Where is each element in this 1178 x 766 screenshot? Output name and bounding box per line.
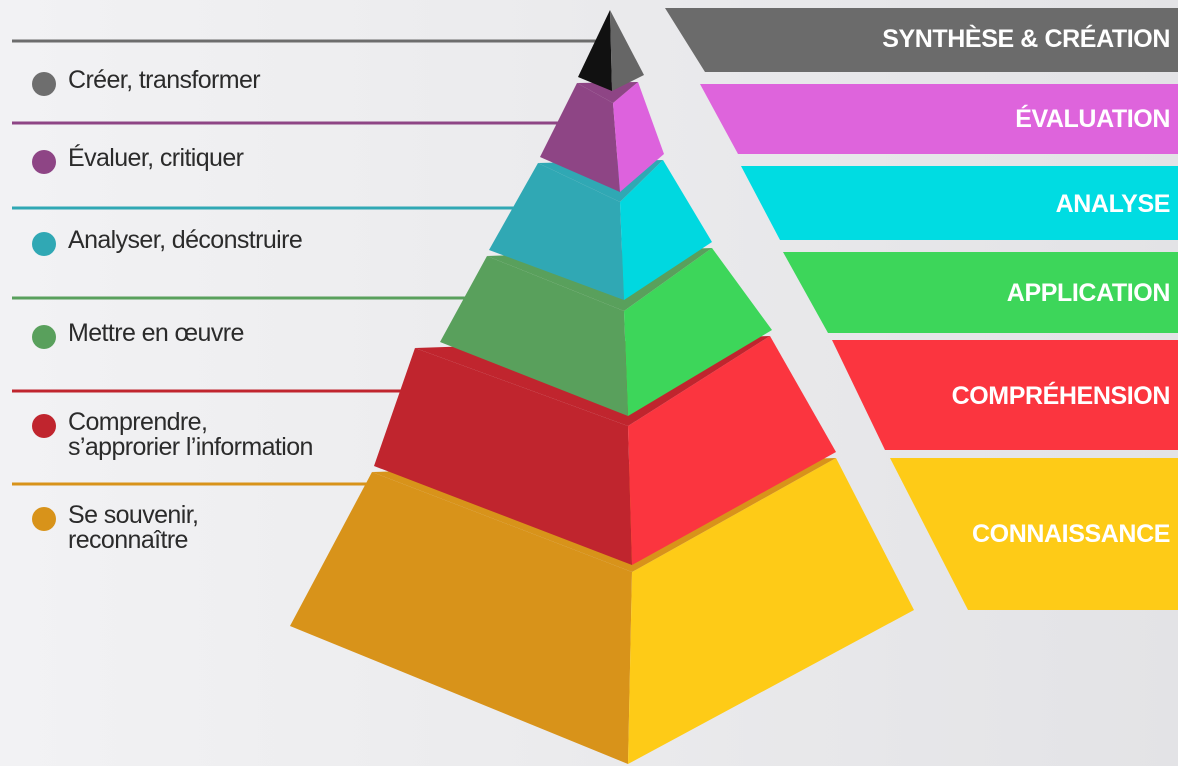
band-connaissance bbox=[890, 458, 1178, 610]
tier-synthese-left bbox=[578, 10, 612, 91]
band-synthese bbox=[665, 8, 1178, 72]
legend-item-application: Mettre en œuvre bbox=[32, 321, 244, 349]
tier-application-left bbox=[440, 256, 628, 416]
legend-item-comprehension: Comprendre, s’approrier l’information bbox=[32, 410, 313, 460]
legend-line: Comprendre, bbox=[68, 408, 208, 436]
legend-item-analyse: Analyser, déconstruire bbox=[32, 226, 303, 256]
legend-text-analyse: Analyser, déconstruire bbox=[68, 226, 303, 254]
legend-line: Mettre en œuvre bbox=[68, 319, 244, 347]
tier-connaissance-left bbox=[290, 472, 632, 764]
level-label-comprehension: COMPRÉHENSION bbox=[951, 382, 1171, 410]
tier-comprehension-left bbox=[374, 348, 632, 565]
band-analyse bbox=[741, 166, 1178, 240]
legend-text-evaluation: Évaluer, critiquer bbox=[68, 144, 244, 172]
tier-evaluation-right bbox=[613, 82, 664, 192]
tier-connaissance-right bbox=[628, 458, 914, 764]
legend-line: Se souvenir, bbox=[68, 501, 199, 529]
legend-dot-application bbox=[32, 325, 56, 349]
tier-analyse-left bbox=[489, 163, 624, 300]
legend-dot-connaissance bbox=[32, 507, 56, 531]
legend-dot-analyse bbox=[32, 232, 56, 256]
band-evaluation bbox=[700, 84, 1178, 154]
level-label-connaissance: CONNAISSANCE bbox=[972, 520, 1170, 548]
legend-line: Évaluer, critiquer bbox=[68, 144, 244, 172]
tier-evaluation-top bbox=[577, 82, 638, 103]
legend-text-comprehension: Comprendre, s’approrier l’information bbox=[68, 410, 313, 460]
legend-text-application: Mettre en œuvre bbox=[68, 321, 244, 346]
legend-dot-evaluation bbox=[32, 150, 56, 174]
level-label-analyse: ANALYSE bbox=[1055, 190, 1171, 218]
level-label-evaluation: ÉVALUATION bbox=[1015, 105, 1170, 133]
band-application bbox=[783, 252, 1178, 333]
level-label-application: APPLICATION bbox=[1006, 279, 1171, 307]
band-comprehension bbox=[832, 340, 1178, 450]
tier-comprehension-right bbox=[628, 336, 836, 565]
legend-dot-synthese bbox=[32, 72, 56, 96]
legend-line: reconnaître bbox=[68, 526, 188, 554]
legend-text-connaissance: Se souvenir, reconnaître bbox=[68, 501, 199, 554]
legend-item-evaluation: Évaluer, critiquer bbox=[32, 144, 244, 174]
legend-line: Analyser, déconstruire bbox=[68, 226, 303, 254]
legend-item-synthese: Créer, transformer bbox=[32, 66, 261, 96]
tier-evaluation-left bbox=[540, 83, 620, 192]
tier-analyse-right bbox=[620, 160, 712, 300]
tier-synthese-right bbox=[610, 10, 644, 91]
legend-item-connaissance: Se souvenir, reconnaître bbox=[32, 501, 199, 554]
legend-dot-comprehension bbox=[32, 414, 56, 438]
legend-line: Créer, transformer bbox=[68, 66, 261, 94]
legend-text-synthese: Créer, transformer bbox=[68, 66, 261, 94]
tier-application-right bbox=[624, 248, 772, 416]
level-label-synthese: SYNTHÈSE & CRÉATION bbox=[882, 25, 1170, 53]
legend-line: s’approrier l’information bbox=[68, 433, 313, 461]
